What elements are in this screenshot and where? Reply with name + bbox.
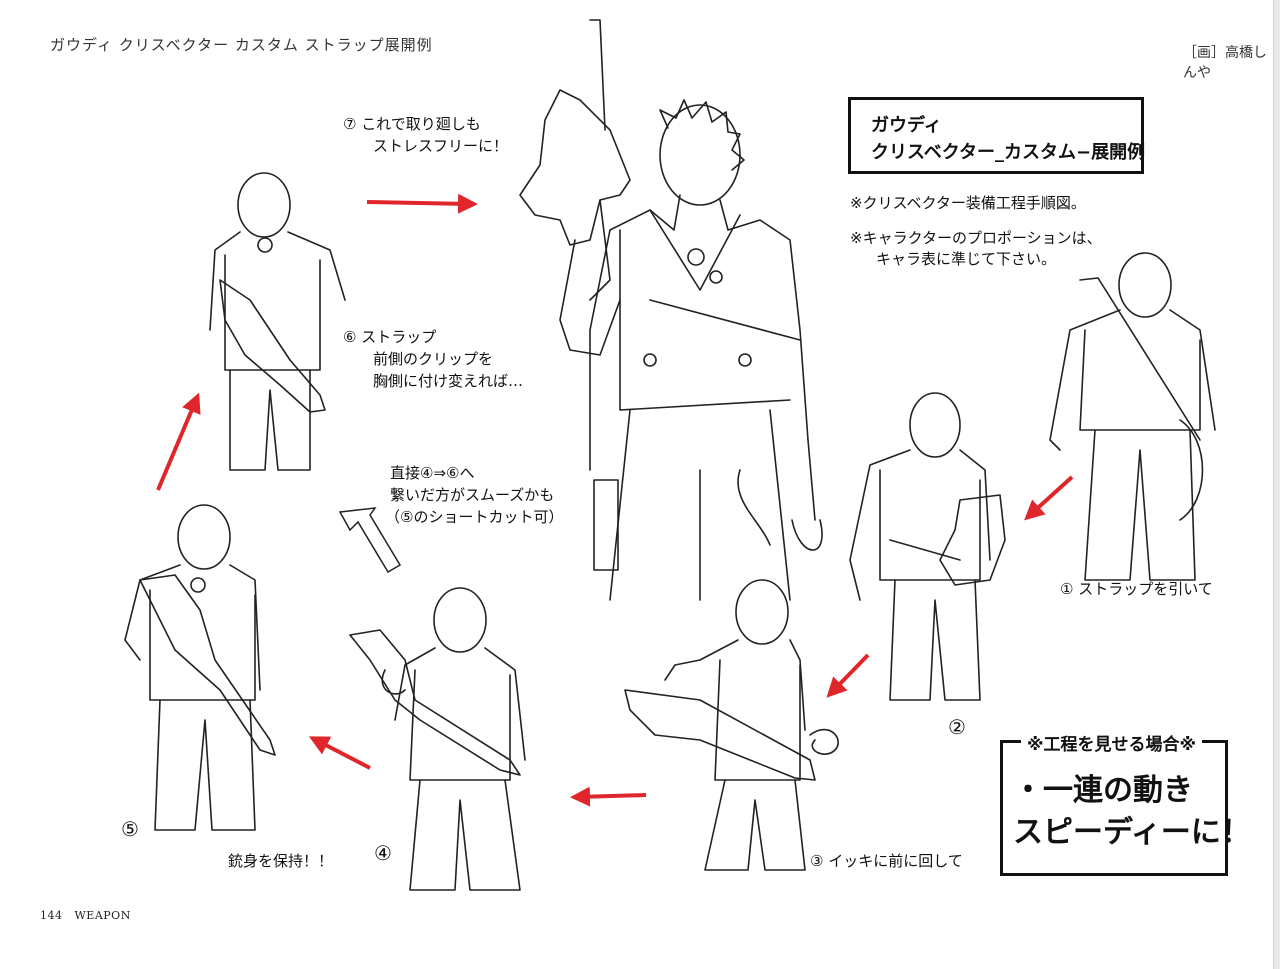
title-box: ガウディ クリスベクター_カスタム−展開例 <box>848 97 1146 174</box>
page-title: ガウディ クリスベクター カスタム ストラップ展開例 <box>50 36 433 54</box>
step4-text: 銃身を保持！！ <box>228 852 334 870</box>
step7-line1: ⑦ これで取り廻しも <box>343 115 481 133</box>
flow-arrows <box>156 193 1074 807</box>
arrow-6 <box>156 392 201 491</box>
page-number: 144 <box>40 909 63 922</box>
section-name: WEAPON <box>74 909 131 922</box>
step1-label: ① ストラップを引いて <box>1060 580 1213 598</box>
figure-2 <box>849 392 1006 701</box>
step3-label: ③ イッキに前に回して <box>810 852 963 870</box>
step5-label: ⑤ <box>121 817 139 841</box>
gun-main <box>519 19 631 356</box>
note-proportion-1: ※キャラクターのプロポーションは、 <box>850 229 1102 247</box>
callout-line1: ・一連の動き <box>1013 773 1193 808</box>
step6-line3: 胸側に付け変えれば… <box>373 372 524 390</box>
callout-line2: スピーディーに！ <box>1013 815 1251 850</box>
arrow-7 <box>366 193 478 214</box>
step7-line2: ストレスフリーに！ <box>373 137 509 155</box>
shortcut-line3: （⑤のショートカット可） <box>385 508 564 526</box>
page-edge <box>1273 0 1280 969</box>
illustrator-credit: ［画］高橋しんや <box>1183 45 1267 81</box>
figure-4 <box>349 587 526 891</box>
title-box-line1: ガウディ <box>871 115 942 136</box>
callout-heading: ※工程を見せる場合※ <box>1021 730 1203 755</box>
figure-5 <box>124 504 276 831</box>
arrow-2 <box>826 653 870 698</box>
shortcut-arrow <box>338 507 402 574</box>
step2-label: ② <box>948 715 966 739</box>
shortcut-line2: 繋いだ方がスムーズかも <box>390 486 555 504</box>
step6-line2: 前側のクリップを <box>373 350 494 368</box>
note-proportion-2: キャラ表に準じて下さい。 <box>876 250 1057 268</box>
callout-box: ※工程を見せる場合※ ・一連の動き スピーディーに！ <box>1000 730 1251 876</box>
step4-label: ④ <box>374 841 392 865</box>
arrow-4 <box>308 736 371 770</box>
figure-1 <box>1049 252 1216 581</box>
figure-main <box>589 99 823 601</box>
arrow-3 <box>570 786 647 807</box>
step6-line1: ⑥ ストラップ <box>343 328 437 346</box>
figure-3 <box>624 579 839 871</box>
figure-6 <box>209 172 346 471</box>
note-procedure: ※クリスベクター装備工程手順図。 <box>850 194 1086 212</box>
shortcut-line1: 直接④⇒⑥へ <box>390 464 475 482</box>
arrow-1 <box>1024 475 1074 521</box>
page-footer: 144 WEAPON <box>40 909 143 922</box>
title-box-line2: クリスベクター_カスタム−展開例 <box>871 142 1146 163</box>
